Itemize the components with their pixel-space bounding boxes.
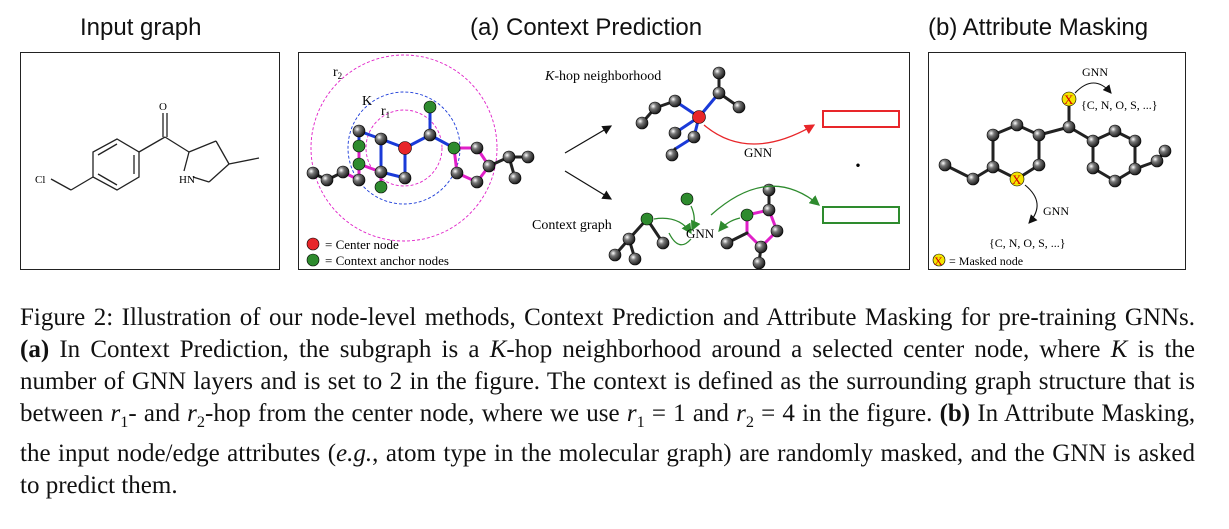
attribute-masking-title: (b) Attribute Masking: [928, 14, 1149, 41]
caption-b-label: (b): [939, 400, 971, 427]
chlorine-label: Cl: [35, 174, 45, 186]
gnn-mask-top-label: GNN: [1082, 65, 1108, 79]
caption-r1-symbol-2: r: [626, 400, 637, 427]
caption-k-symbol-1: K: [489, 336, 507, 363]
caption-text-7: In Attribute Masking, the input node/edg…: [20, 400, 1196, 467]
context-embedding-box: [822, 206, 900, 224]
figure-label: Figure 2:: [20, 304, 114, 331]
mask-x-bottom: X: [1012, 172, 1022, 187]
caption-r1-symbol-1: r: [110, 400, 121, 427]
dot-product-symbol: ·: [853, 149, 863, 182]
masked-node-bottom: [1009, 171, 1025, 187]
oxygen-label: O: [159, 101, 167, 113]
caption-a-label: (a): [20, 336, 50, 363]
caption-r1-sub-2: 1: [636, 413, 645, 431]
masked-node-top: [1061, 91, 1077, 107]
masked-node-legend-label: = Masked node: [949, 254, 1023, 268]
molecule-diagram: O Cl HN: [35, 101, 260, 191]
attribute-set-bottom: {C, N, O, S, ...}: [989, 236, 1066, 250]
caption-r2-sub-2: 2: [745, 413, 754, 431]
gnn-top-label: GNN: [744, 145, 773, 160]
caption-r2-symbol-1: r: [187, 400, 197, 427]
attribute-masking-panel: X X GNN {C, N, O, S, ...} GNN {C, N, O, …: [928, 52, 1186, 270]
caption-k-symbol-2: K: [1110, 336, 1128, 363]
context-prediction-title: (a) Context Prediction: [470, 14, 703, 41]
attribute-masking-diagram: X X GNN {C, N, O, S, ...} GNN {C, N, O, …: [932, 65, 1172, 268]
caption-r1-sub-1: 1: [120, 413, 129, 431]
gnn-context-label: GNN: [686, 226, 715, 241]
mask-x-legend: X: [934, 254, 943, 268]
attribute-set-top: {C, N, O, S, ...}: [1081, 98, 1158, 112]
caption-text-2: In Context Prediction, the subgraph is a: [59, 336, 480, 363]
caption-eg: e.g.: [336, 440, 373, 467]
caption-text-5: - and: [128, 400, 180, 427]
figure-caption: Figure 2: Illustration of our node-level…: [20, 302, 1195, 502]
context-prediction-diagram: r2 K r1: [306, 54, 900, 270]
caption-text-4: is the number of GNN layers and is set t…: [20, 336, 1196, 427]
caption-text-8: , atom type in the molecular graph) are …: [20, 440, 1196, 499]
input-graph-panel: O Cl HN: [20, 52, 280, 270]
khop-neighborhood-label: K-hop neighborhood: [544, 69, 661, 84]
caption-text-6: -hop from the center node, where we use: [205, 400, 620, 427]
center-node-legend-label: = Center node: [325, 237, 399, 252]
anchor-node-legend-label: = Context anchor nodes: [325, 253, 449, 268]
caption-intro: Illustration of our node-level methods, …: [121, 304, 1196, 331]
context-prediction-panel: r2 K r1: [298, 52, 910, 270]
anchor-node-legend-icon: [306, 253, 320, 267]
caption-r2-symbol-2: r: [736, 400, 746, 427]
masked-node-legend-icon: [932, 253, 946, 267]
caption-r2-sub-1: 2: [196, 413, 205, 431]
r1-label: r1: [381, 104, 390, 120]
caption-eq-2: = 4 in the figure.: [761, 400, 933, 427]
caption-text-3: -hop neighborhood around a selected cent…: [506, 336, 1101, 363]
amine-label: HN: [179, 174, 195, 186]
r2-label: r2: [333, 65, 342, 81]
input-graph-title: Input graph: [80, 14, 202, 41]
k-label: K: [362, 94, 372, 109]
caption-eq-1: = 1 and: [651, 400, 729, 427]
context-graph-label: Context graph: [532, 218, 612, 233]
center-embedding-box: [822, 110, 900, 128]
mask-x-top: X: [1064, 92, 1074, 107]
center-node-legend-icon: [306, 237, 320, 251]
gnn-mask-bottom-label: GNN: [1043, 204, 1069, 218]
